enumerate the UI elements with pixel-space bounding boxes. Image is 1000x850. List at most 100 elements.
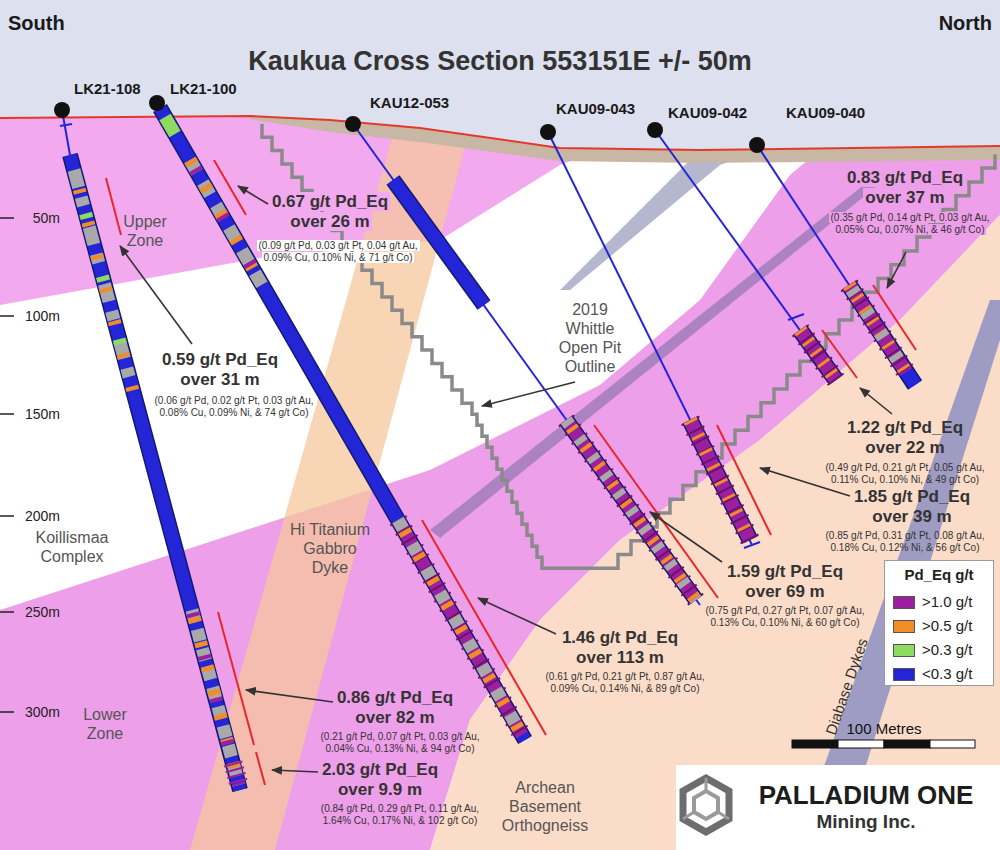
sky-band: [0, 0, 1000, 150]
assay-detail: (0.49 g/t Pd, 0.21 g/t Pt, 0.05 g/t Au, …: [820, 462, 990, 486]
pit-label-text: 2019 Whittle Open Pit Outline: [559, 301, 621, 375]
drill-hole-outline: [566, 420, 696, 600]
rock-unit-label-text: Hi Titanium Gabbro Dyke: [290, 521, 370, 576]
depth-label-text: 50m: [33, 210, 60, 226]
depth-tick: [0, 711, 14, 713]
grade-callout-text: 1.46 g/t Pd_Eq over 113 m: [562, 628, 678, 667]
scale-bar: [792, 740, 838, 748]
grade-callout: 2.03 g/t Pd_Eq over 9.9 m: [310, 760, 450, 800]
depth-label-text: 150m: [25, 406, 60, 422]
leader-arrow: [482, 382, 575, 406]
drill-collar: [54, 102, 70, 118]
legend-text: >0.3 g/t: [922, 641, 972, 658]
assay-band: [190, 160, 262, 285]
scale-label: 100 Metres: [824, 720, 944, 737]
legend-swatch: [893, 596, 915, 609]
rock-unit-label-text: Koillismaa Complex: [36, 529, 109, 565]
assay-detail: (0.61 g/t Pd, 0.21 g/t Pt, 0.87 g/t Au, …: [540, 671, 710, 695]
legend-title: Pd_Eq g/t: [887, 566, 991, 583]
drill-hole-name-text: KAU09-040: [786, 104, 865, 121]
assay-band: [566, 420, 696, 600]
diagram-title: Kaukua Cross Section 553151E +/- 50m: [0, 46, 1000, 77]
drill-collar: [749, 137, 765, 153]
dyke-wedge: [560, 150, 760, 290]
logo-node: PALLADIUM ONEMining Inc.: [755, 780, 978, 834]
assay-band: [165, 117, 175, 134]
drill-collar: [540, 124, 556, 140]
assay-disc: [566, 420, 696, 600]
company-name: PALLADIUM ONE: [755, 780, 978, 810]
drill-hole-name: KAU09-043: [556, 100, 656, 117]
assay-band: [190, 160, 262, 285]
grade-callout-text: 1.85 g/t Pd_Eq over 39 m: [854, 487, 970, 526]
assay-band: [849, 285, 906, 372]
depth-tick: [0, 315, 14, 317]
drill-hole-name: LK21-100: [170, 80, 270, 97]
assay-detail-text: (0.06 g/t Pd, 0.02 g/t Pt, 0.03 g/t Au, …: [155, 395, 314, 418]
scale-bar: [884, 740, 930, 748]
drill-hole-name-text: KAU12-053: [370, 94, 449, 111]
drill-hole: [849, 285, 915, 385]
drill-hole-name-text: LK21-100: [170, 80, 237, 97]
legend-text: >1.0 g/t: [922, 593, 972, 610]
drill-tick: [788, 314, 804, 320]
depth-label: 300m: [4, 704, 60, 720]
grade-callout-text: 1.22 g/t Pd_Eq over 22 m: [847, 418, 963, 457]
interval-marker: [256, 752, 265, 785]
grade-callout: 1.46 g/t Pd_Eq over 113 m: [550, 628, 690, 668]
assay-detail: (0.35 g/t Pd, 0.14 g/t Pt, 0.03 g/t Au, …: [825, 212, 995, 236]
assay-band: [800, 330, 836, 380]
assay-band: [192, 610, 239, 785]
grade-callout: 1.59 g/t Pd_Eq over 69 m: [715, 562, 855, 602]
grade-callout: 1.85 g/t Pd_Eq over 39 m: [842, 487, 982, 527]
drill-hole-name-text: KAU09-042: [668, 104, 747, 121]
drill-hole: [70, 155, 240, 790]
grade-callout-text: 0.86 g/t Pd_Eq over 82 m: [337, 688, 453, 727]
drill-hole-outline: [160, 108, 525, 740]
scale-bar: [930, 740, 975, 748]
direction-label-text: South: [8, 12, 65, 34]
assay-detail: (0.84 g/t Pd, 0.29 g/t Pt, 0.11 g/t Au, …: [315, 803, 485, 827]
assay-detail-text: (0.61 g/t Pd, 0.21 g/t Pt, 0.87 g/t Au, …: [546, 671, 705, 694]
company-subtitle: Mining Inc.: [755, 810, 978, 834]
rock-unit-label: Archean Basement Orthogneiss: [495, 778, 595, 835]
logo-icon: [694, 791, 718, 819]
depth-label-text: 200m: [25, 508, 60, 524]
logo-panel: [676, 765, 1000, 850]
assay-band: [74, 170, 134, 395]
direction-label-text: North: [939, 12, 992, 34]
drill-hole-outline: [800, 330, 836, 380]
direction-label: North: [902, 12, 992, 35]
leader-arrow: [246, 690, 333, 702]
drill-hole-outline: [690, 420, 750, 540]
assay-band: [74, 170, 134, 395]
zone-label-text: Upper Zone: [123, 213, 167, 249]
assay-detail-text: (0.49 g/t Pd, 0.21 g/t Pt, 0.05 g/t Au, …: [826, 462, 985, 485]
interval-marker: [873, 285, 916, 350]
depth-label-text: 300m: [25, 704, 60, 720]
drill-trace: [353, 124, 700, 605]
depth-tick: [0, 611, 14, 613]
assay-band: [690, 420, 750, 540]
interval-marker: [594, 425, 718, 598]
drill-hole-name: KAU09-042: [668, 104, 768, 121]
assay-detail-text: (0.21 g/t Pd, 0.07 g/t Pt, 0.03 g/t Au, …: [321, 731, 480, 754]
zone-label-text: Lower Zone: [83, 706, 127, 742]
assay-detail-text: (0.85 g/t Pd, 0.31 g/t Pt, 0.08 g/t Au, …: [826, 530, 985, 553]
interval-marker: [106, 178, 121, 235]
assay-band: [74, 170, 134, 395]
drill-hole: [160, 108, 525, 740]
depth-tick: [0, 217, 14, 219]
assay-band: [190, 160, 262, 285]
leader-arrow: [887, 252, 906, 288]
grade-callout-text: 1.59 g/t Pd_Eq over 69 m: [727, 562, 843, 601]
grade-callout: 1.22 g/t Pd_Eq over 22 m: [835, 418, 975, 458]
drill-collar: [647, 122, 663, 138]
leader-arrow: [238, 186, 268, 204]
assay-band: [192, 610, 239, 785]
depth-label: 150m: [4, 406, 60, 422]
rock-unit-label: Koillismaa Complex: [22, 528, 122, 566]
depth-label: 50m: [4, 210, 60, 226]
